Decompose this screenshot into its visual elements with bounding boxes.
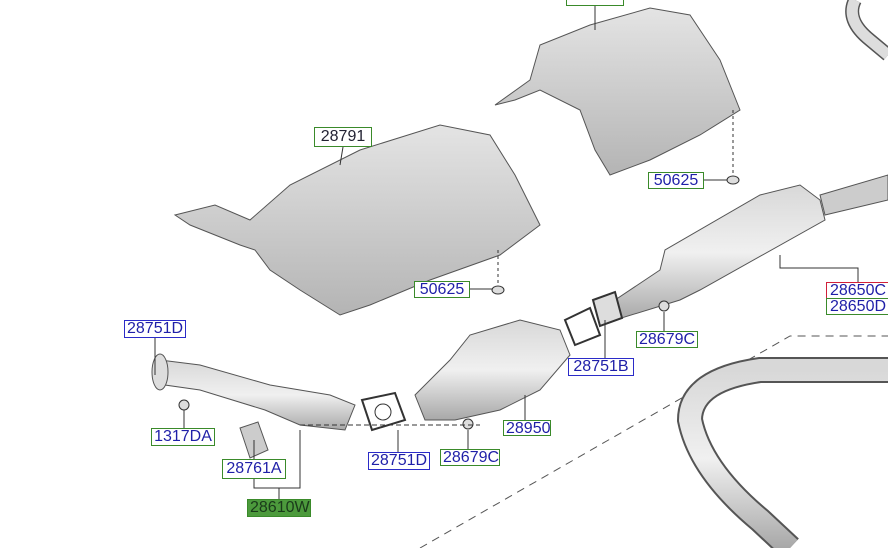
part-label-28950[interactable]: 28950: [503, 420, 551, 437]
part-label-1317da[interactable]: 1317DA: [151, 428, 215, 446]
tailpipe: [676, 357, 888, 548]
part-label-28650d[interactable]: 28650D: [826, 298, 888, 315]
part-label-28751d-inlet[interactable]: 28751D: [124, 320, 186, 338]
part-label-cut-off[interactable]: [566, 0, 624, 6]
part-label-28751d-mid[interactable]: 28751D: [368, 452, 430, 470]
heat-shield-front: [173, 124, 541, 316]
part-label-28650c[interactable]: 28650C: [826, 282, 888, 299]
muffler: [599, 184, 826, 321]
front-pipe: [159, 359, 356, 431]
heat-shield-rear: [494, 7, 741, 176]
leader-lines: [154, 5, 859, 499]
part-label-28791[interactable]: 28791: [314, 127, 372, 147]
catalytic-converter: [414, 319, 571, 421]
part-label-50625-front[interactable]: 50625: [414, 281, 470, 298]
boundary-line: [419, 335, 888, 548]
part-label-28610w[interactable]: 28610W: [247, 499, 311, 517]
gasket-mid: [360, 391, 407, 432]
part-label-28751b[interactable]: 28751B: [568, 358, 634, 376]
part-label-28679c-mid[interactable]: 28679C: [440, 449, 500, 466]
part-label-28761a[interactable]: 28761A: [222, 459, 286, 479]
part-label-28679c-rear[interactable]: 28679C: [636, 331, 698, 348]
part-label-50625-top[interactable]: 50625: [648, 172, 704, 189]
